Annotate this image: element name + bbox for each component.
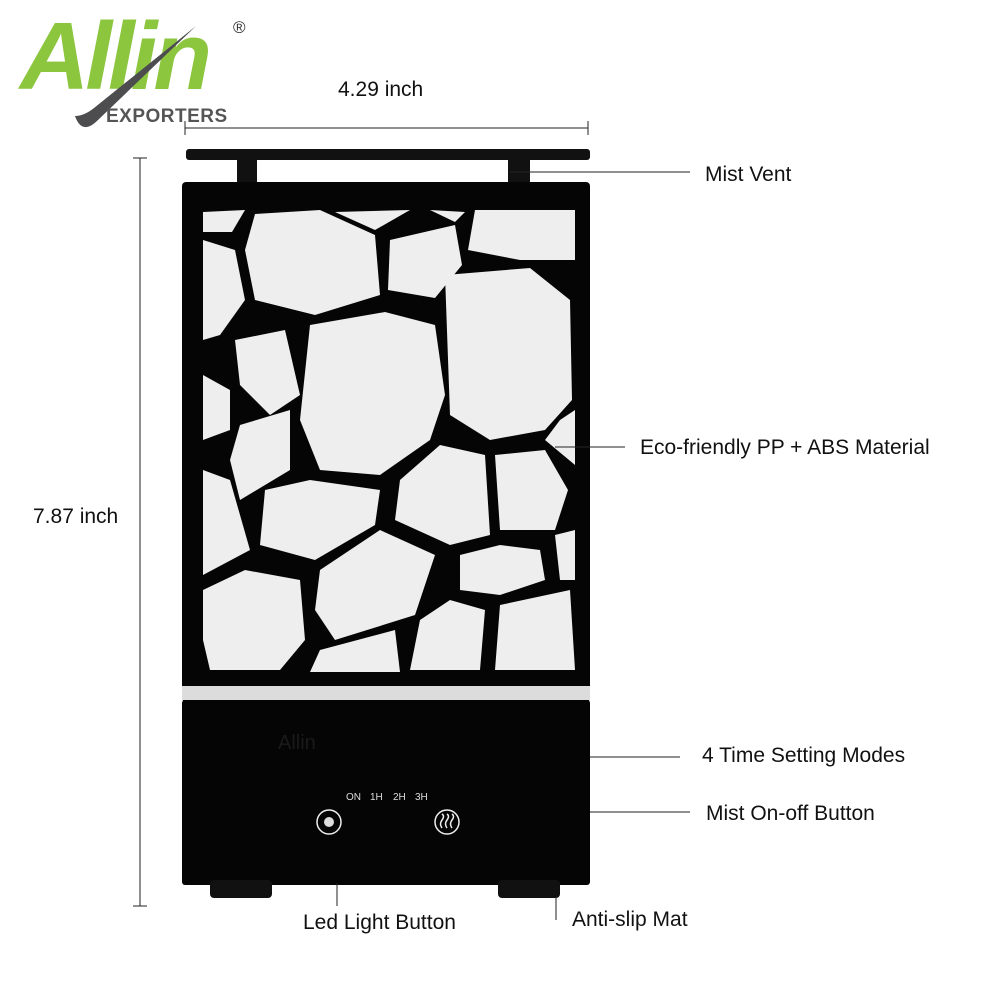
light-strip — [182, 686, 590, 700]
mist-button-icon — [434, 809, 460, 835]
timer-label-1h: 1H — [370, 792, 383, 803]
callout-time-modes: 4 Time Setting Modes — [702, 744, 906, 767]
brand-logo: Allin ® EXPORTERS — [20, 3, 260, 133]
width-label: 4.29 inch — [338, 78, 424, 101]
timer-label-3h: 3H — [415, 792, 428, 803]
timer-label-on: ON — [346, 792, 361, 803]
timer-label-2h: 2H — [393, 792, 406, 803]
registered-mark: ® — [233, 18, 246, 37]
led-light-button-icon — [316, 809, 342, 835]
callout-mist-vent: Mist Vent — [705, 163, 792, 186]
height-label: 7.87 inch — [33, 505, 119, 528]
width-dimension-line — [184, 121, 589, 135]
callout-material: Eco-friendly PP + ABS Material — [640, 436, 930, 459]
anti-slip-foot-left — [210, 880, 272, 898]
water-cube-pattern — [203, 210, 575, 672]
mist-vent-lid — [186, 149, 590, 184]
callout-leader-lines — [336, 171, 690, 920]
anti-slip-foot-right — [498, 880, 560, 898]
callout-led-button: Led Light Button — [303, 911, 456, 934]
device-base — [182, 700, 590, 885]
logo-subtitle: EXPORTERS — [106, 106, 228, 127]
embossed-brand: Allin — [278, 732, 316, 754]
logo-swoosh-icon — [75, 26, 196, 128]
height-dimension-line — [133, 157, 147, 907]
callout-anti-slip: Anti-slip Mat — [572, 908, 688, 931]
callout-mist-button: Mist On-off Button — [706, 802, 875, 825]
